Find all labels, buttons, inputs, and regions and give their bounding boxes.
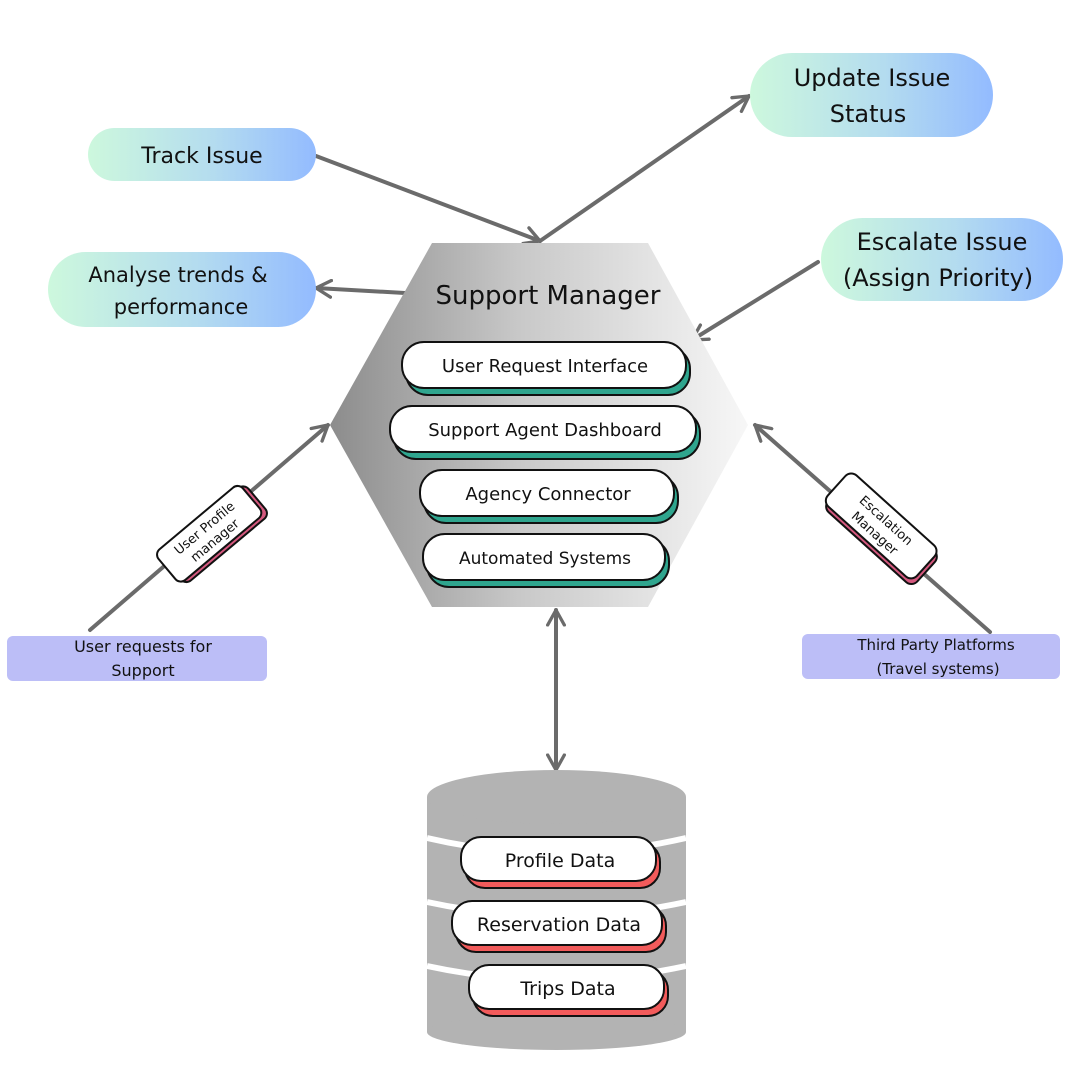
- third-party-line2: (Travel systems): [876, 660, 999, 678]
- db-item-label: Profile Data: [505, 850, 615, 872]
- db-item-trips-data: Trips Data: [468, 964, 669, 1017]
- source-third-party-platforms: Third Party Platforms (Travel systems): [802, 634, 1060, 679]
- db-item-label: Reservation Data: [477, 914, 641, 936]
- db-item-profile-data: Profile Data: [460, 836, 661, 889]
- update-issue-label-line2: Status: [830, 100, 906, 128]
- track-issue-label: Track Issue: [140, 144, 262, 169]
- update-issue-label-line1: Update Issue: [794, 64, 951, 92]
- action-update-issue-status: Update Issue Status: [750, 53, 993, 137]
- db-item-label: Trips Data: [519, 978, 615, 1000]
- module-automated-systems: Automated Systems: [422, 533, 670, 588]
- user-requests-line1: User requests for: [74, 637, 212, 656]
- adapter-escalation-manager: Escalation Manager: [824, 472, 938, 586]
- user-requests-line2: Support: [111, 661, 174, 680]
- action-track-issue: Track Issue: [88, 128, 316, 181]
- module-label: Support Agent Dashboard: [428, 420, 662, 441]
- module-label: Agency Connector: [465, 484, 631, 505]
- support-manager-hub: Support Manager User Request Interface S…: [330, 243, 748, 607]
- escalate-label-line1: Escalate Issue: [857, 228, 1028, 256]
- analyse-label-line2: performance: [114, 295, 249, 319]
- arrow-escalate-to-hub: [690, 260, 820, 342]
- arrow-track-to-hub: [314, 154, 542, 246]
- action-analyse-trends: Analyse trends & performance: [48, 252, 316, 327]
- module-agency-connector: Agency Connector: [419, 469, 679, 524]
- module-label: User Request Interface: [442, 356, 648, 377]
- action-escalate-issue: Escalate Issue (Assign Priority): [821, 218, 1063, 301]
- module-user-request-interface: User Request Interface: [401, 341, 691, 396]
- adapter-user-profile-manager: User Profile manager: [156, 484, 268, 584]
- database-cylinder: Profile Data Reservation Data Trips Data: [426, 770, 687, 1050]
- module-support-agent-dashboard: Support Agent Dashboard: [389, 405, 701, 460]
- analyse-label-line1: Analyse trends &: [88, 263, 267, 287]
- hub-title: Support Manager: [435, 281, 660, 311]
- arrow-hub-to-update: [538, 94, 751, 243]
- module-label: Automated Systems: [459, 549, 631, 569]
- escalate-label-line2: (Assign Priority): [843, 264, 1033, 292]
- third-party-line1: Third Party Platforms: [856, 636, 1015, 654]
- source-user-requests: User requests for Support: [7, 636, 267, 681]
- db-item-reservation-data: Reservation Data: [451, 900, 667, 953]
